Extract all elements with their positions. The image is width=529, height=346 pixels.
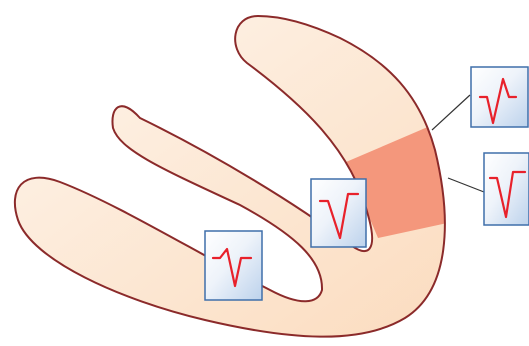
leader-line-right — [448, 178, 484, 192]
ecg-box-center — [311, 179, 366, 247]
ecg-box-right — [484, 153, 529, 225]
ecg-box-top-right — [471, 67, 528, 127]
leader-line-top-right — [432, 95, 470, 130]
ecg-box-lower-left — [205, 231, 262, 300]
